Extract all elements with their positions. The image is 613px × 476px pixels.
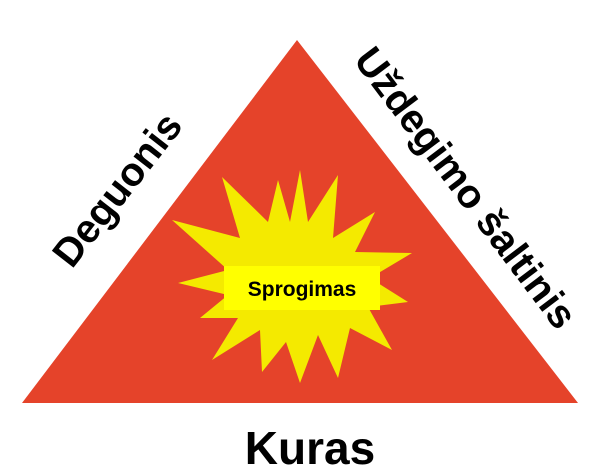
base-label: Kuras: [245, 422, 375, 471]
center-label: Sprogimas: [248, 278, 357, 301]
